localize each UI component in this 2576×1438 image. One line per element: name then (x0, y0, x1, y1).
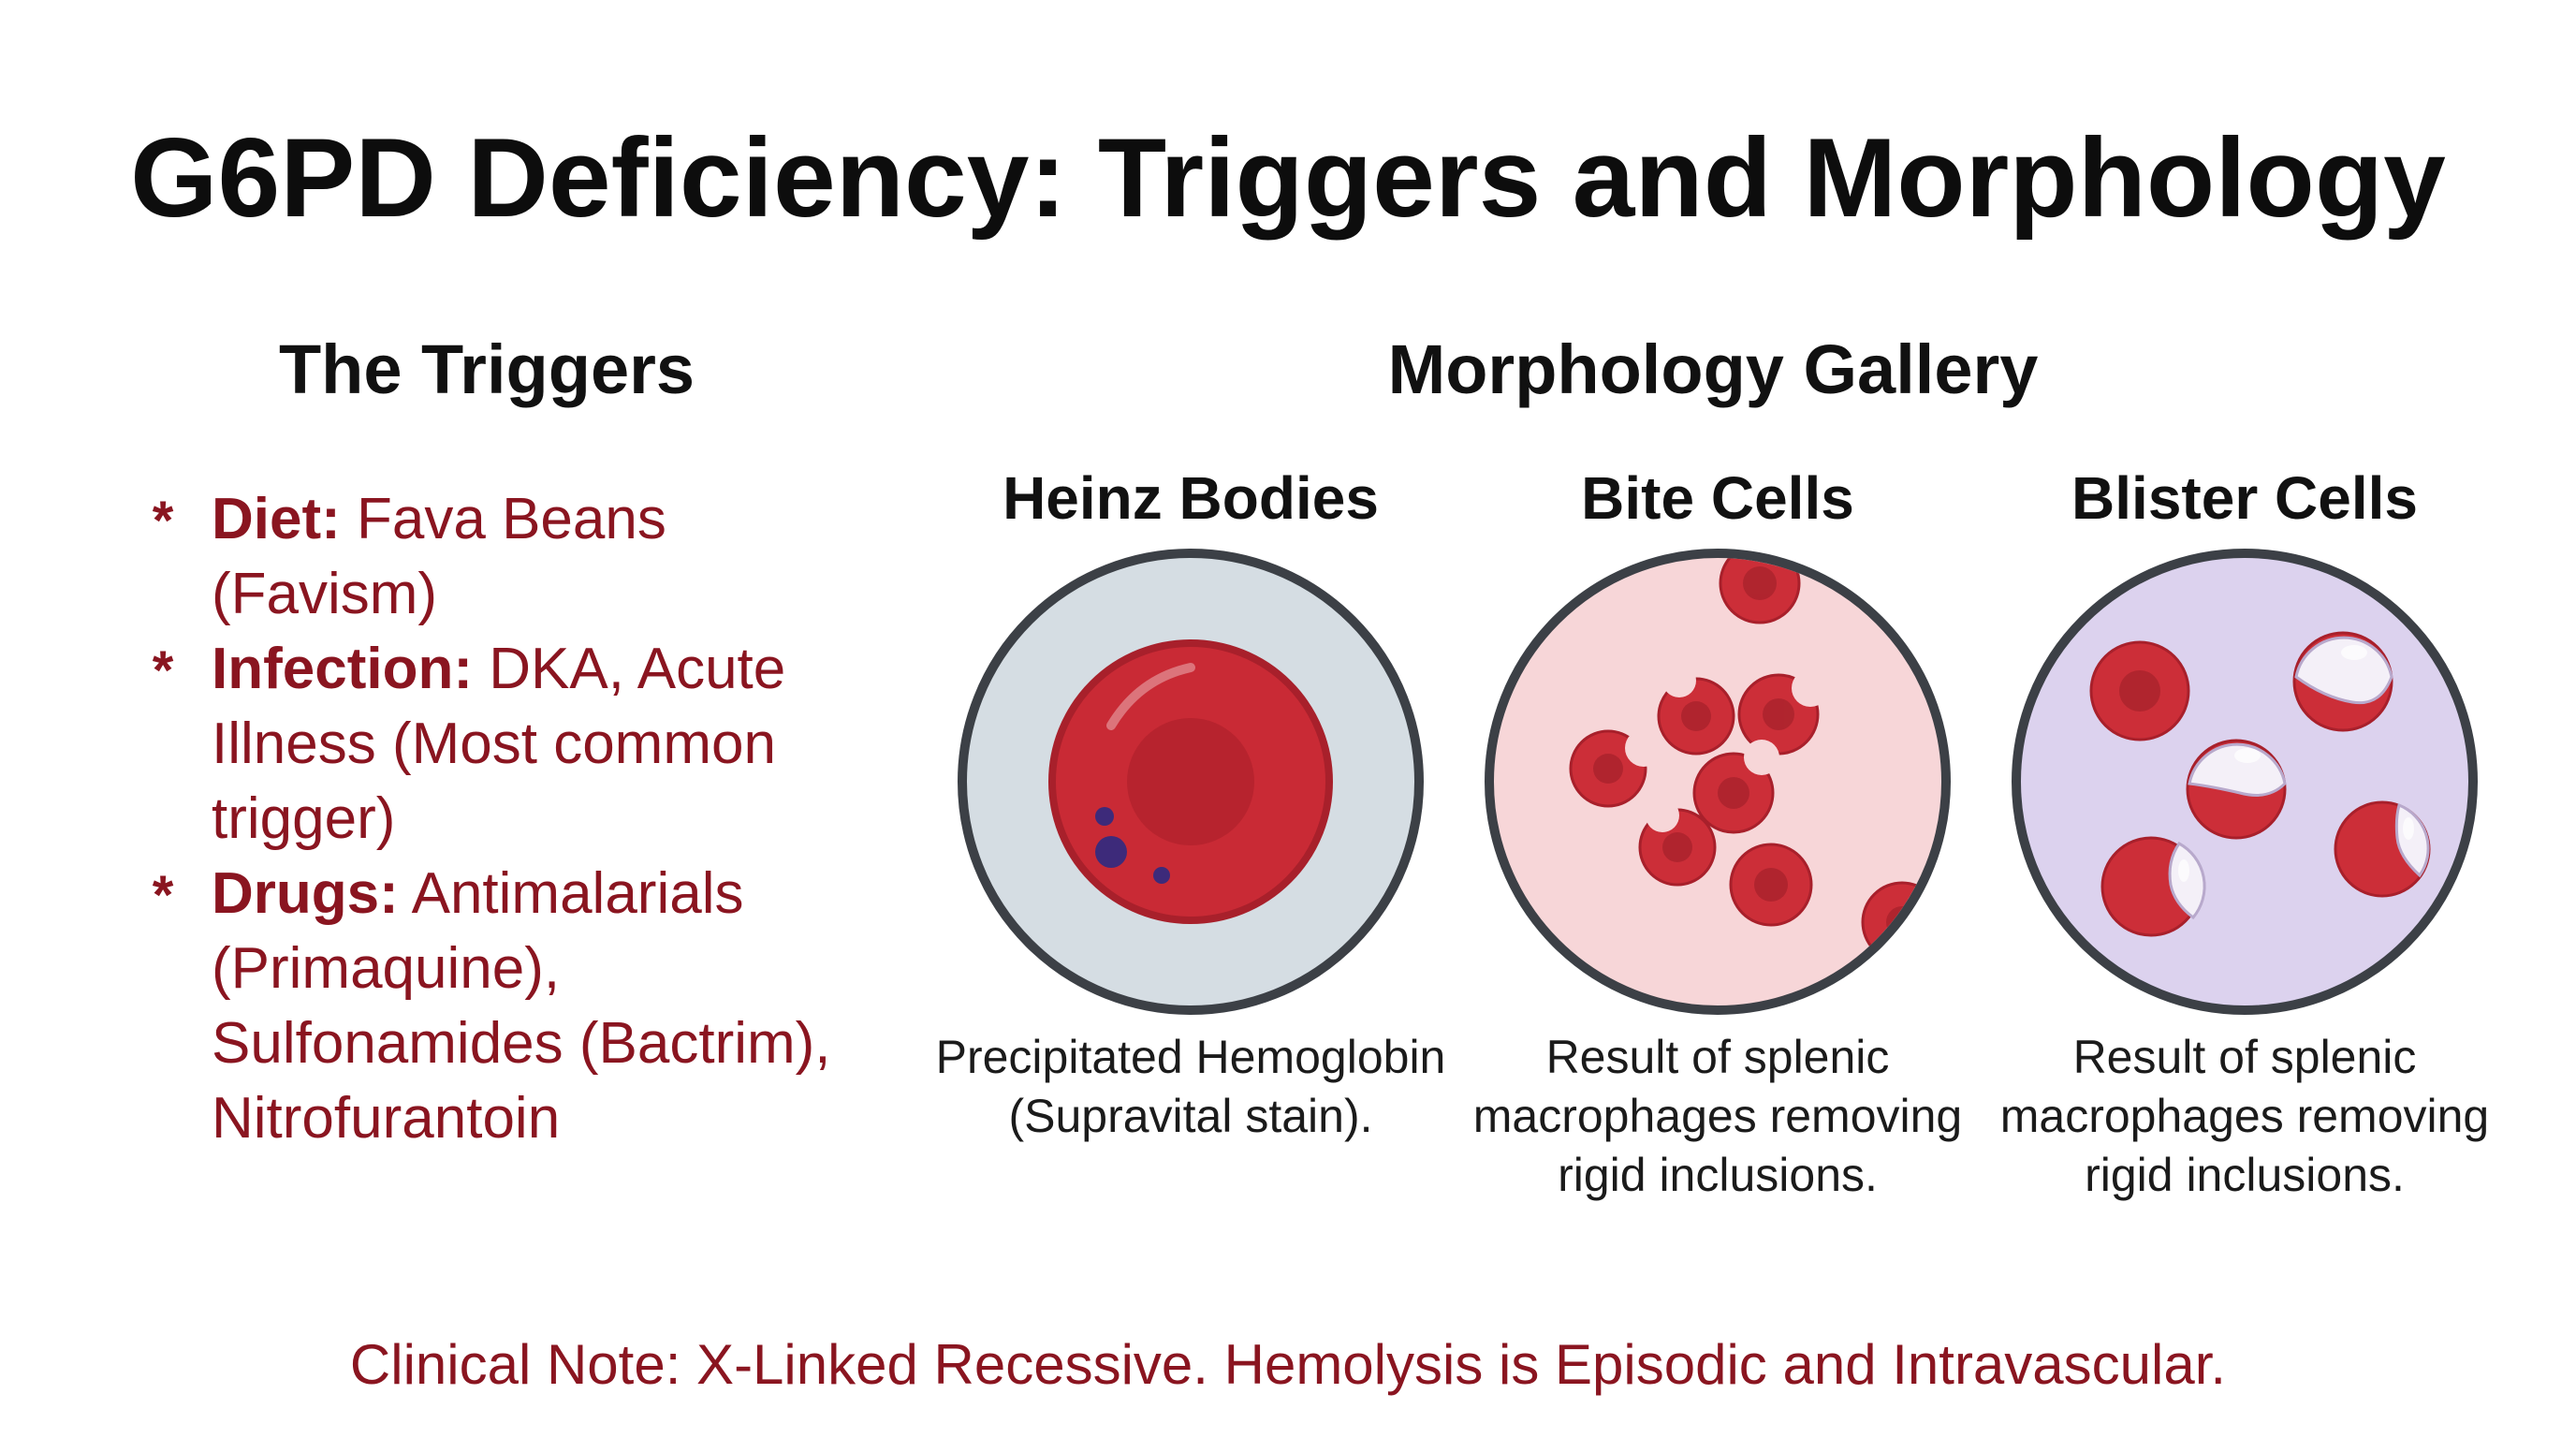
panel-caption-heinz-bodies: Precipitated Hemoglobin (Supravital stai… (935, 1031, 1446, 1142)
panel-caption-blister-cells: Result of splenic macrophages removing r… (1999, 1031, 2490, 1201)
bite-notches (1625, 664, 1829, 832)
cell-highlight (1106, 663, 1195, 730)
asterisk-bullet-icon: * (152, 865, 174, 926)
panel-title-blister-cells: Blister Cells (2071, 464, 2418, 532)
trigger-label: Diet: (212, 487, 341, 551)
blister-cells-illustration (2012, 549, 2478, 1015)
trigger-text: Fava Beans (Favism) (212, 487, 666, 626)
slide-ring (1485, 549, 1951, 1015)
panel-caption-bite-cells: Result of splenic macrophages removing r… (1472, 1031, 1963, 1201)
slide-ring (2012, 549, 2478, 1015)
clinical-note: Clinical Note: X-Linked Recessive. Hemol… (349, 1333, 2227, 1396)
panel-title-heinz-bodies: Heinz Bodies (1003, 464, 1379, 532)
triggers-heading: The Triggers (278, 330, 695, 408)
page-title: G6PD Deficiency: Triggers and Morphology (130, 115, 2446, 241)
heinz-body-inclusion (1095, 807, 1114, 826)
heinz-body-inclusion (1095, 836, 1127, 868)
triggers-list: * Diet: Fava Beans (Favism) * Infection:… (140, 482, 852, 1156)
red-blood-cell (2089, 640, 2190, 741)
bite-cell (1657, 677, 1735, 756)
trigger-label: Drugs: (212, 861, 399, 926)
panel-title-bite-cells: Bite Cells (1581, 464, 1854, 532)
heinz-body-inclusion (1153, 867, 1170, 884)
red-blood-cell (1729, 843, 1813, 927)
trigger-item-drugs: * Drugs: Antimalarials (Primaquine), Sul… (140, 857, 852, 1156)
trigger-label: Infection: (212, 637, 473, 701)
asterisk-bullet-icon: * (152, 491, 174, 551)
gallery-heading: Morphology Gallery (1387, 330, 2039, 408)
trigger-item-diet: * Diet: Fava Beans (Favism) (140, 482, 852, 632)
cell-central-pallor (1127, 718, 1254, 845)
blister-vacuoles (2168, 636, 2430, 920)
heinz-bodies-illustration (958, 549, 1424, 1015)
trigger-item-infection: * Infection: DKA, Acute Illness (Most co… (140, 632, 852, 857)
asterisk-bullet-icon: * (152, 640, 174, 701)
trigger-text: DKA, Acute Illness (Most common trigger) (212, 637, 786, 851)
trigger-text: Antimalarials (Primaquine), Sulfonamides… (212, 861, 831, 1151)
bite-cells-illustration (1485, 549, 1951, 1015)
bite-cell (1692, 752, 1775, 834)
